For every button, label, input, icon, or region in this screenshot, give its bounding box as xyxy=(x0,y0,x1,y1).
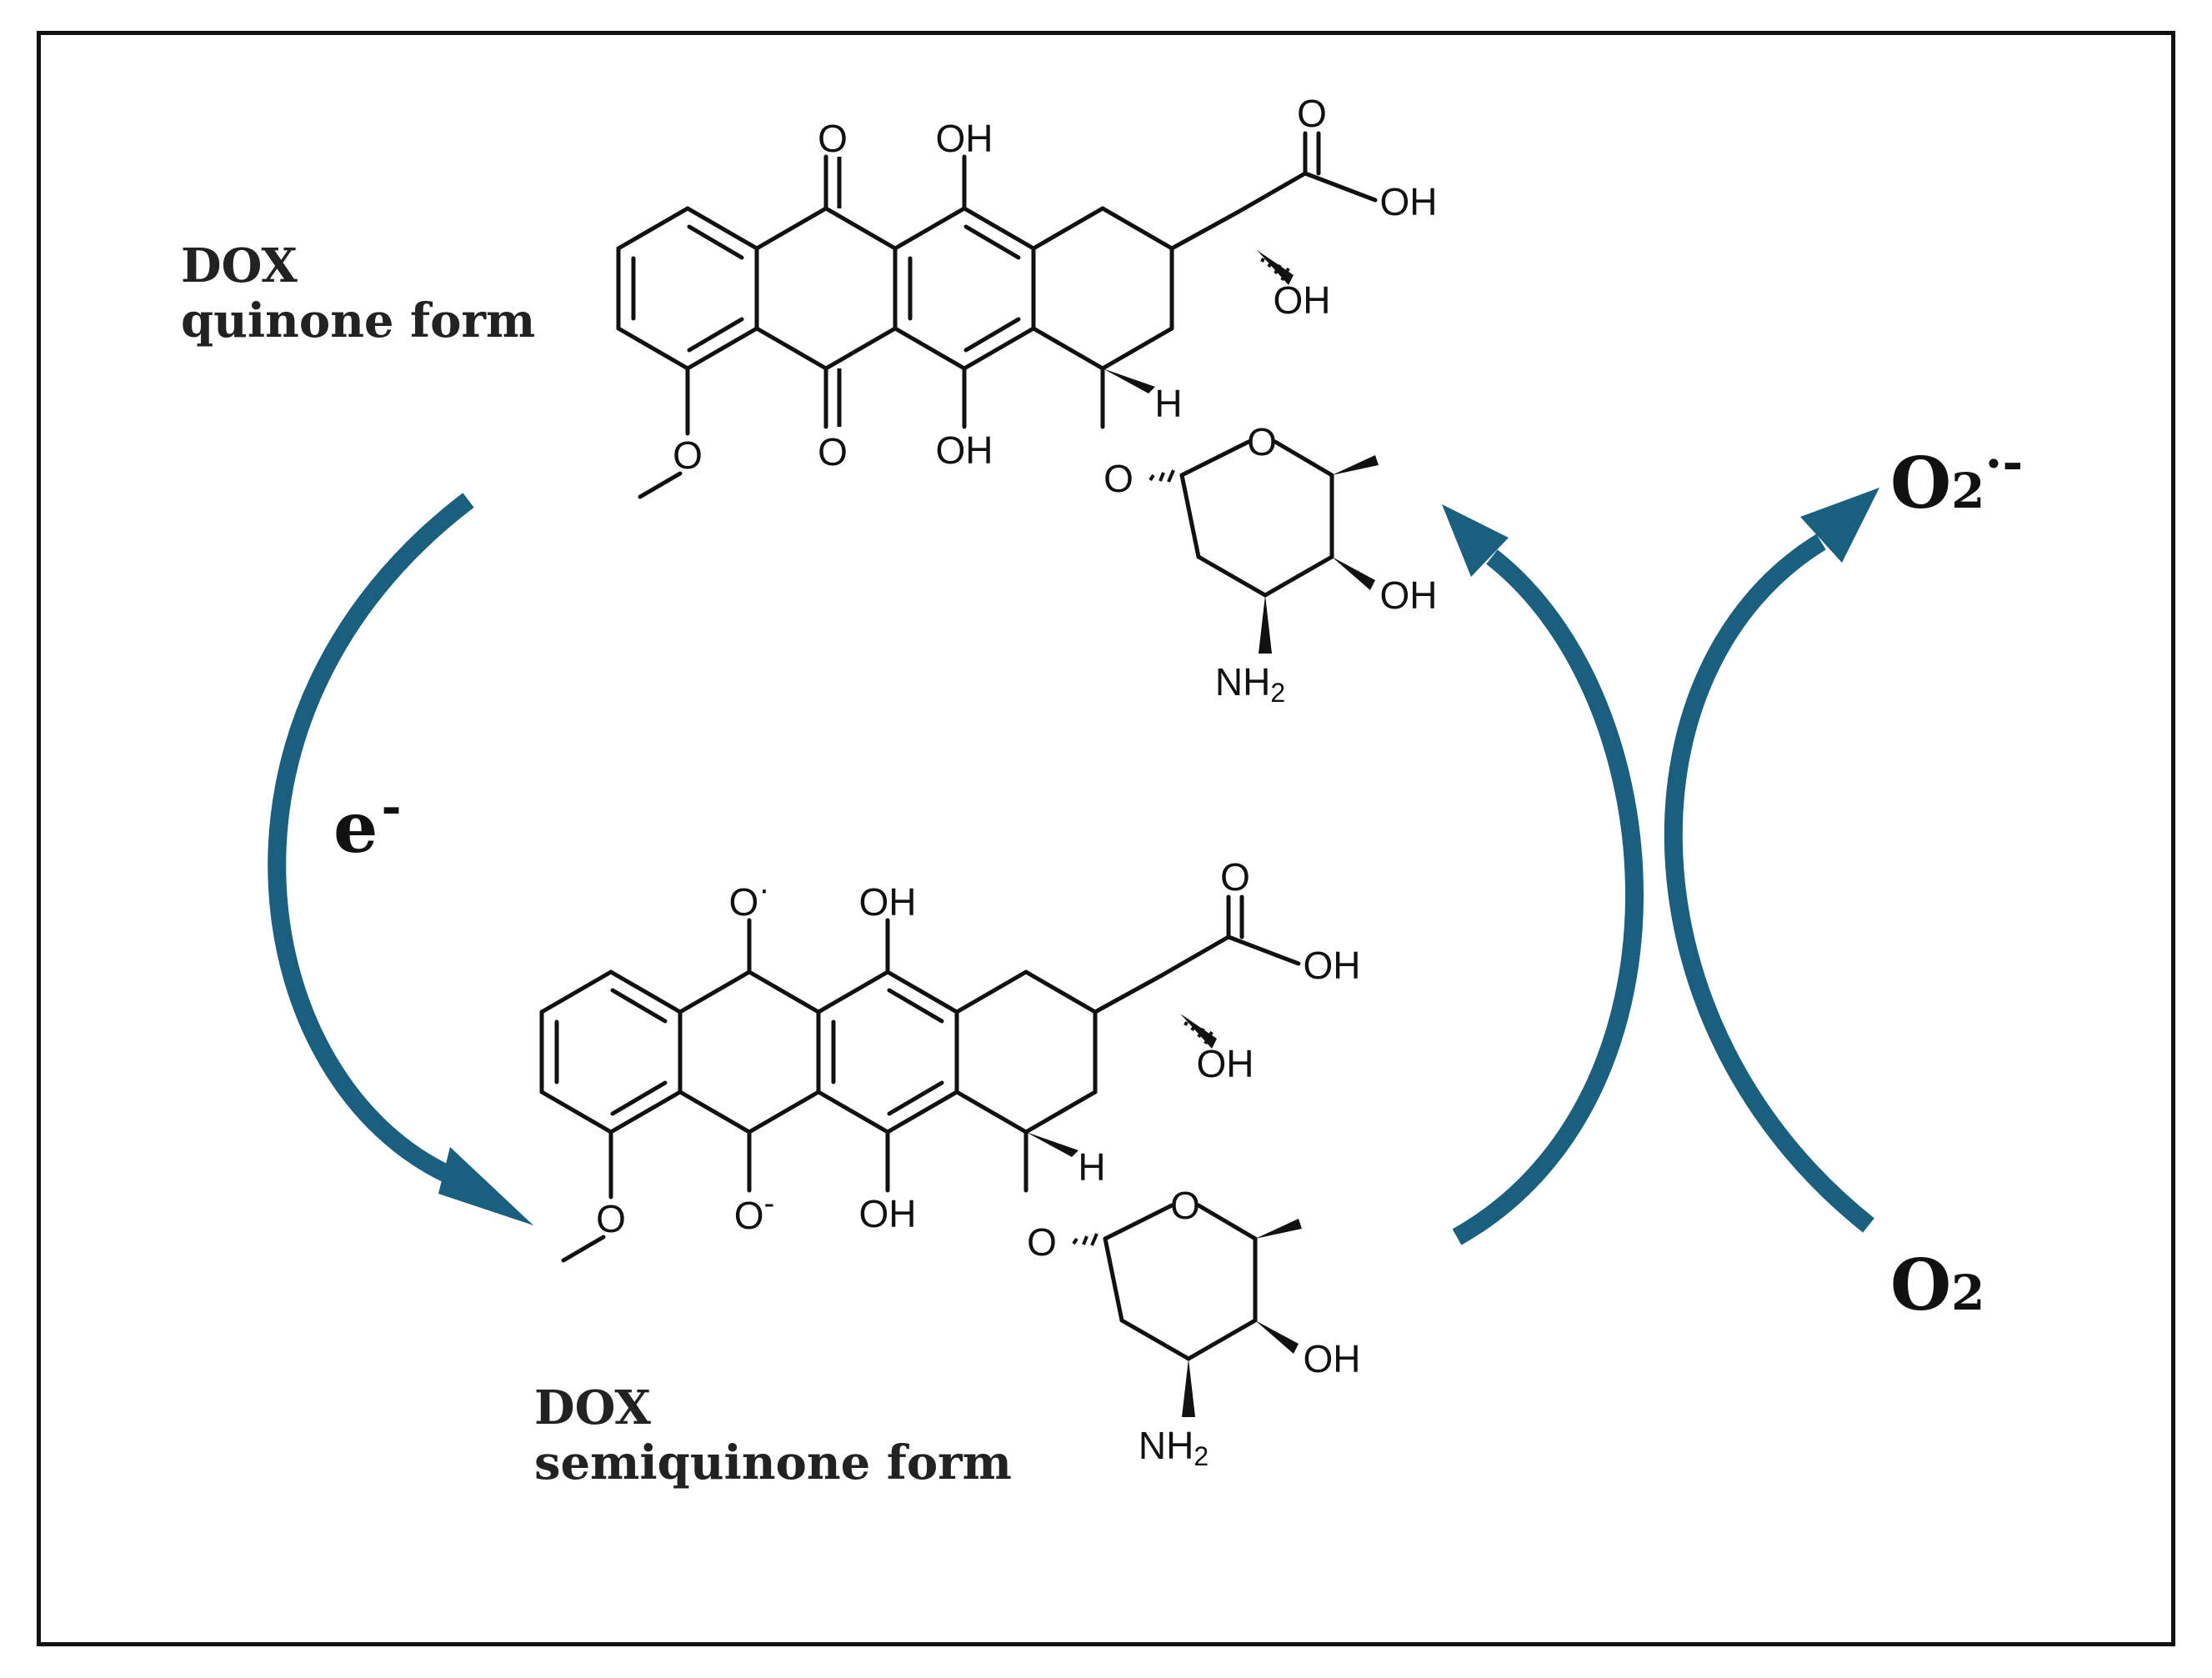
dox-quinone-structure: O O xyxy=(618,92,1438,708)
semiquinone-anion-oxygen: O- xyxy=(734,1186,774,1237)
oxygen-label: O2 xyxy=(1890,1244,1985,1326)
reoxidation-arrow xyxy=(1452,549,1644,1245)
quinone-c12-oxygen: O xyxy=(818,430,848,473)
electron-label: e- xyxy=(333,779,402,869)
electron-arrowhead xyxy=(438,1147,533,1225)
oxygen-to-superoxide-arrow xyxy=(1664,533,1874,1233)
semiquinone-label-line2: semiquinone form xyxy=(534,1435,1012,1491)
semiquinone-label-line1: DOX xyxy=(534,1380,651,1435)
quinone-form-label: DOX quinone form xyxy=(181,238,535,348)
electron-transfer-arrow xyxy=(268,493,474,1184)
dox-semiquinone-structure: O· O- xyxy=(542,855,1361,1471)
superoxide-arrowhead xyxy=(1800,488,1879,563)
diagram-frame xyxy=(37,31,2175,1646)
semiquinone-form-label: DOX semiquinone form xyxy=(534,1380,1012,1490)
semiquinone-radical-oxygen: O· xyxy=(728,871,769,924)
superoxide-label: O2·- xyxy=(1890,433,2024,524)
quinone-label-line2: quinone form xyxy=(181,293,536,349)
quinone-label-line1: DOX xyxy=(181,238,298,293)
reoxidation-arrowhead xyxy=(1442,504,1509,577)
quinone-c5-oxygen: O xyxy=(818,117,848,160)
